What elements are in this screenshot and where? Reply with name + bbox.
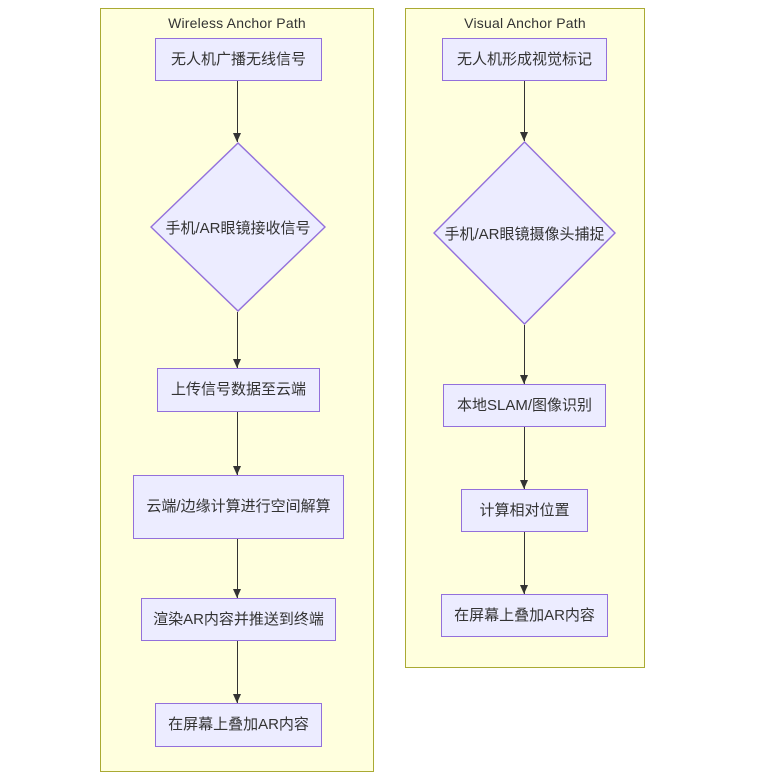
node-local-slam-recognition: 本地SLAM/图像识别 — [443, 384, 606, 427]
node-label: 计算相对位置 — [479, 501, 570, 519]
arrowhead-icon — [520, 132, 528, 141]
node-label: 上传信号数据至云端 — [170, 381, 306, 398]
node-label: 无人机形成视觉标记 — [456, 50, 592, 68]
arrowhead-icon — [233, 694, 241, 703]
subgraph-title-visual: Visual Anchor Path — [464, 15, 586, 31]
node-relative-position: 计算相对位置 — [461, 489, 588, 532]
arrowhead-icon — [520, 375, 528, 384]
edge-receive-to-upload — [233, 312, 241, 368]
node-uav-broadcast-signal: 无人机广播无线信号 — [155, 38, 322, 81]
subgraph-visual-anchor-path: Visual Anchor Path — [405, 8, 645, 668]
node-overlay-ar-right: 在屏幕上叠加AR内容 — [441, 594, 608, 637]
node-cloud-edge-compute: 云端/边缘计算进行空间解算 — [133, 475, 344, 539]
node-overlay-ar-left: 在屏幕上叠加AR内容 — [155, 703, 322, 747]
arrowhead-icon — [233, 589, 241, 598]
node-label: 手机/AR眼镜接收信号 — [165, 219, 311, 237]
node-uav-visual-marker: 无人机形成视觉标记 — [442, 38, 607, 81]
edge-position-to-overlay — [520, 532, 528, 594]
node-label: 渲染AR内容并推送到终端 — [153, 610, 324, 628]
edge-capture-to-slam — [520, 325, 528, 384]
node-camera-capture-decision: 手机/AR眼镜摄像头捕捉 — [433, 141, 616, 325]
edge-broadcast-to-receive — [233, 81, 241, 142]
node-label: 在屏幕上叠加AR内容 — [454, 606, 595, 624]
node-label: 无人机广播无线信号 — [170, 50, 306, 68]
node-label: 手机/AR眼镜摄像头捕捉 — [444, 225, 605, 243]
node-label: 云端/边缘计算进行空间解算 — [146, 498, 331, 515]
arrowhead-icon — [233, 466, 241, 475]
arrowhead-icon — [233, 359, 241, 368]
node-phone-ar-receive-decision: 手机/AR眼镜接收信号 — [150, 142, 326, 312]
node-label: 在屏幕上叠加AR内容 — [168, 716, 309, 733]
subgraph-title-wireless: Wireless Anchor Path — [168, 15, 306, 31]
node-upload-signal-data: 上传信号数据至云端 — [157, 368, 320, 412]
node-render-push-ar: 渲染AR内容并推送到终端 — [141, 598, 336, 641]
edge-upload-to-compute — [233, 412, 241, 475]
arrowhead-icon — [520, 480, 528, 489]
edge-render-to-overlay — [233, 641, 241, 703]
node-label: 本地SLAM/图像识别 — [456, 396, 592, 414]
edge-marker-to-capture — [520, 81, 528, 141]
edge-slam-to-position — [520, 427, 528, 489]
arrowhead-icon — [233, 133, 241, 142]
edge-compute-to-render — [233, 539, 241, 598]
arrowhead-icon — [520, 585, 528, 594]
